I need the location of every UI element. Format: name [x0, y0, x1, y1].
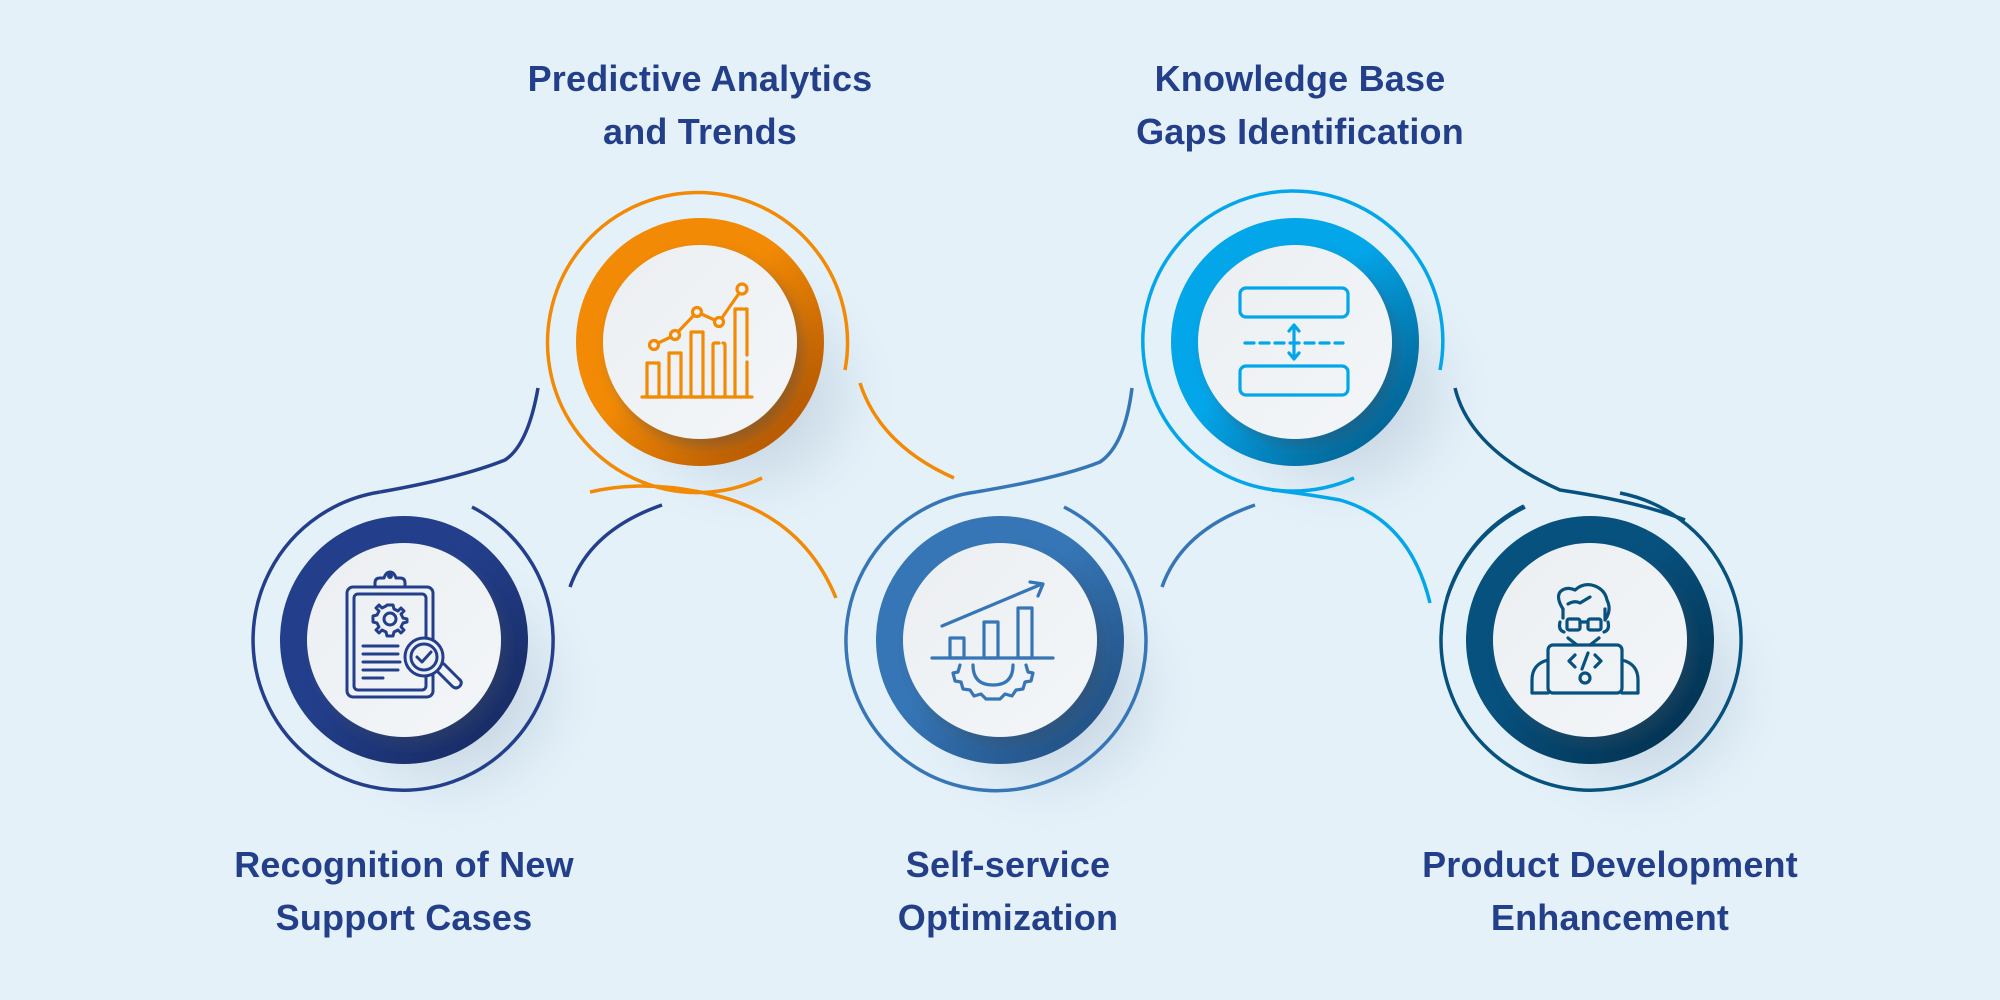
- connector-navy-lower: [568, 503, 663, 588]
- connector-blue-lower: [1160, 503, 1256, 588]
- step-product: [1439, 491, 1786, 830]
- step-label-self-service: Self-service Optimization: [778, 838, 1238, 944]
- step-label-recognition: Recognition of New Support Cases: [174, 838, 634, 944]
- connector-orange-lower: [589, 484, 838, 599]
- outer-ring: [1141, 189, 1445, 493]
- developer-laptop-code-icon: [1530, 583, 1640, 695]
- step-self-service: [844, 490, 1196, 830]
- label-line: Knowledge Base: [1154, 58, 1446, 99]
- step-label-product: Product Development Enhancement: [1380, 838, 1840, 944]
- connectors: [379, 382, 1686, 604]
- label-line: Predictive Analytics: [527, 58, 873, 99]
- clipboard-gear-magnifier-check-icon: [345, 570, 463, 699]
- label-line: and Trends: [602, 111, 798, 152]
- connector-teal-upper: [1453, 387, 1686, 522]
- outer-ring: [545, 190, 850, 495]
- connector-orange-upper: [858, 382, 955, 480]
- step-label-predictive: Predictive Analytics and Trends: [470, 52, 930, 158]
- label-line: Recognition of New: [234, 844, 574, 885]
- connector-navy-upper: [379, 387, 540, 494]
- step-knowledge: [1141, 189, 1491, 532]
- bar-line-chart-icon: [640, 282, 754, 399]
- label-line: Enhancement: [1490, 897, 1730, 938]
- icon-face: [1493, 543, 1687, 737]
- outer-ring: [844, 490, 1148, 793]
- connector-blue-upper: [975, 387, 1134, 494]
- label-line: Product Development: [1422, 844, 1798, 885]
- label-line: Gaps Identification: [1136, 111, 1464, 152]
- icon-face: [603, 245, 797, 439]
- gap-spacing-arrows-icon: [1238, 286, 1350, 397]
- label-line: Optimization: [897, 897, 1119, 938]
- label-line: Self-service: [905, 844, 1111, 885]
- icon-face: [903, 543, 1097, 737]
- label-line: Support Cases: [275, 897, 533, 938]
- connector-teal-lower: [1445, 505, 1526, 599]
- growth-chart-gear-icon: [930, 580, 1055, 701]
- connector-sky-lower: [1271, 488, 1432, 604]
- step-label-knowledge: Knowledge Base Gaps Identification: [1070, 52, 1530, 158]
- icon-face: [307, 543, 501, 737]
- step-predictive: [545, 190, 896, 532]
- outer-ring: [1439, 491, 1743, 792]
- step-recognition: [251, 490, 600, 830]
- outer-ring: [251, 490, 555, 792]
